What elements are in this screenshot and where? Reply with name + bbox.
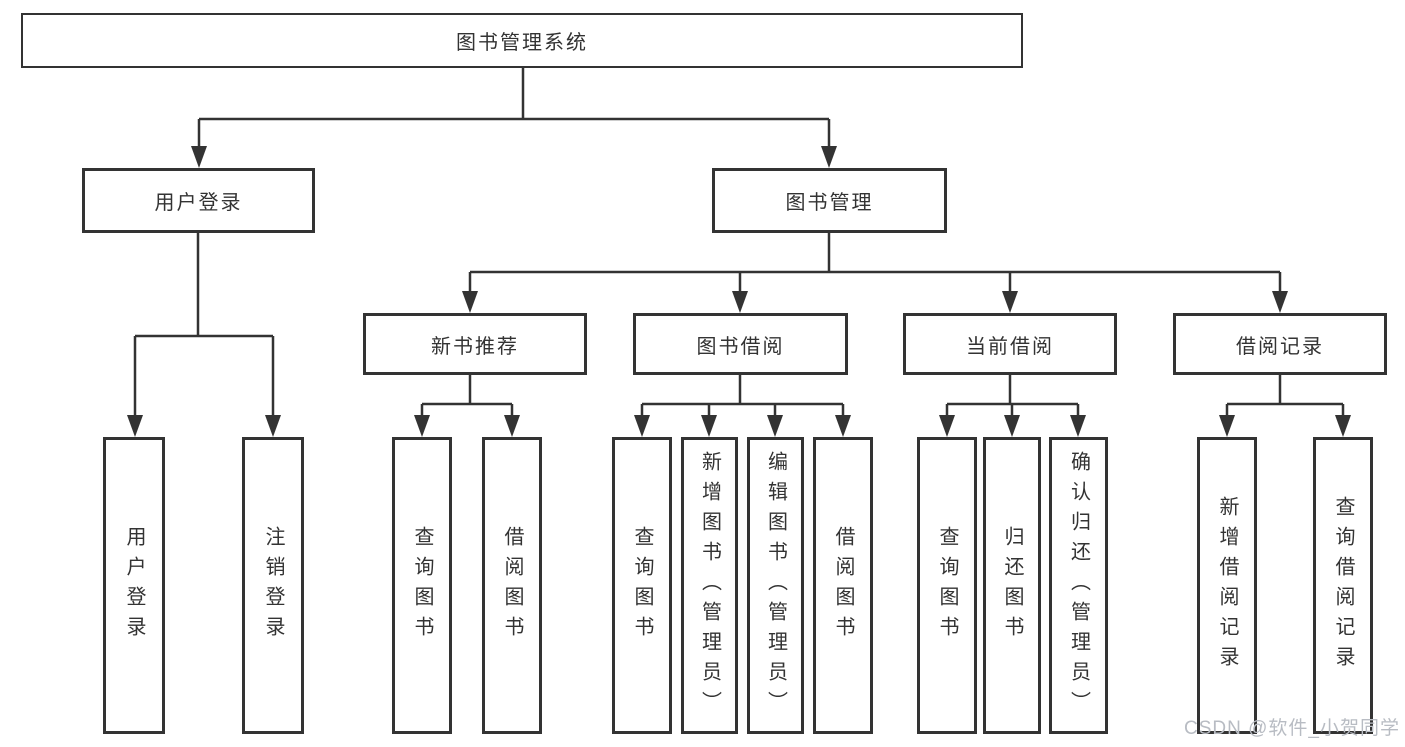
node-query-books-borrow: 查询图书 bbox=[612, 437, 672, 734]
node-current-borrowing: 当前借阅 bbox=[903, 313, 1117, 375]
node-user-login: 用户登录 bbox=[82, 168, 315, 233]
node-user-login-leaf: 用户登录 bbox=[103, 437, 165, 734]
node-edit-books-admin: 编辑图书（管理员） bbox=[747, 437, 804, 734]
node-borrow-books-recommend: 借阅图书 bbox=[482, 437, 542, 734]
node-add-borrow-record: 新增借阅记录 bbox=[1197, 437, 1257, 734]
node-logout-leaf: 注销登录 bbox=[242, 437, 304, 734]
node-borrow-books-leaf: 借阅图书 bbox=[813, 437, 873, 734]
node-query-books-current: 查询图书 bbox=[917, 437, 977, 734]
node-borrowing-records: 借阅记录 bbox=[1173, 313, 1387, 375]
node-confirm-return-admin: 确认归还（管理员） bbox=[1049, 437, 1108, 734]
node-add-books-admin: 新增图书（管理员） bbox=[681, 437, 738, 734]
node-library-management-system: 图书管理系统 bbox=[21, 13, 1023, 68]
node-book-management: 图书管理 bbox=[712, 168, 947, 233]
node-book-borrowing: 图书借阅 bbox=[633, 313, 848, 375]
node-query-borrow-record: 查询借阅记录 bbox=[1313, 437, 1373, 734]
node-query-books-recommend: 查询图书 bbox=[392, 437, 452, 734]
node-new-book-recommendation: 新书推荐 bbox=[363, 313, 587, 375]
node-return-books: 归还图书 bbox=[983, 437, 1041, 734]
watermark: CSDN @软件_小贺同学 bbox=[1184, 718, 1400, 739]
